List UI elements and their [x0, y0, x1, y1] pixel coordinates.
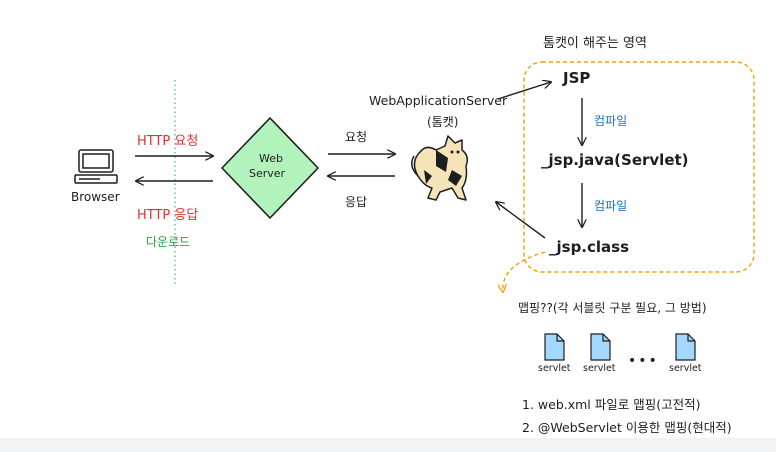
jsp-class-label: _jsp.class — [549, 238, 630, 256]
server-response-label: 응답 — [345, 195, 368, 209]
servlet-label: servlet — [583, 363, 616, 374]
mapping-method-1: 1. web.xml 파일로 맵핑(고전적) — [522, 397, 701, 412]
servlet-label: servlet — [669, 363, 702, 374]
compile-label-1: 컴파일 — [594, 114, 628, 128]
web-server-diamond — [221, 117, 319, 219]
download-label: 다운로드 — [146, 235, 191, 249]
mapping-arrow — [503, 251, 546, 292]
http-response-label: HTTP 응답 — [137, 208, 199, 223]
tomcat-region-box — [523, 61, 755, 273]
http-request-label: HTTP 요청 — [137, 134, 199, 149]
was-label: WebApplicationServer — [369, 93, 508, 108]
tomcat-region-title: 톰캣이 해주는 영역 — [543, 36, 647, 51]
web-server-label-line2: Server — [249, 167, 286, 180]
mapping-method-2: 2. @WebServlet 이용한 맵핑(현대적) — [522, 420, 732, 435]
file-icon — [675, 333, 696, 361]
web-server-label-line1: Web — [259, 152, 283, 165]
bottom-bar — [0, 438, 776, 452]
servlet-label: servlet — [538, 363, 571, 374]
computer-icon — [74, 149, 118, 184]
was-sublabel: (톰캣) — [427, 115, 459, 129]
was-to-jsp-arrow — [497, 82, 551, 100]
tomcat-mascot-icon — [411, 135, 469, 201]
file-icon — [544, 333, 565, 361]
jsp-label: JSP — [563, 69, 591, 87]
browser-label: Browser — [71, 190, 120, 204]
file-icon — [590, 333, 611, 361]
ellipsis: ••• — [628, 353, 659, 369]
mapping-title: 맵핑??(각 서블릿 구분 필요, 그 방법) — [518, 301, 707, 315]
compile-label-2: 컴파일 — [594, 199, 628, 213]
class-to-was-arrow — [496, 202, 546, 239]
server-request-label: 요청 — [345, 130, 368, 144]
jsp-java-label: _jsp.java(Servlet) — [541, 151, 689, 169]
